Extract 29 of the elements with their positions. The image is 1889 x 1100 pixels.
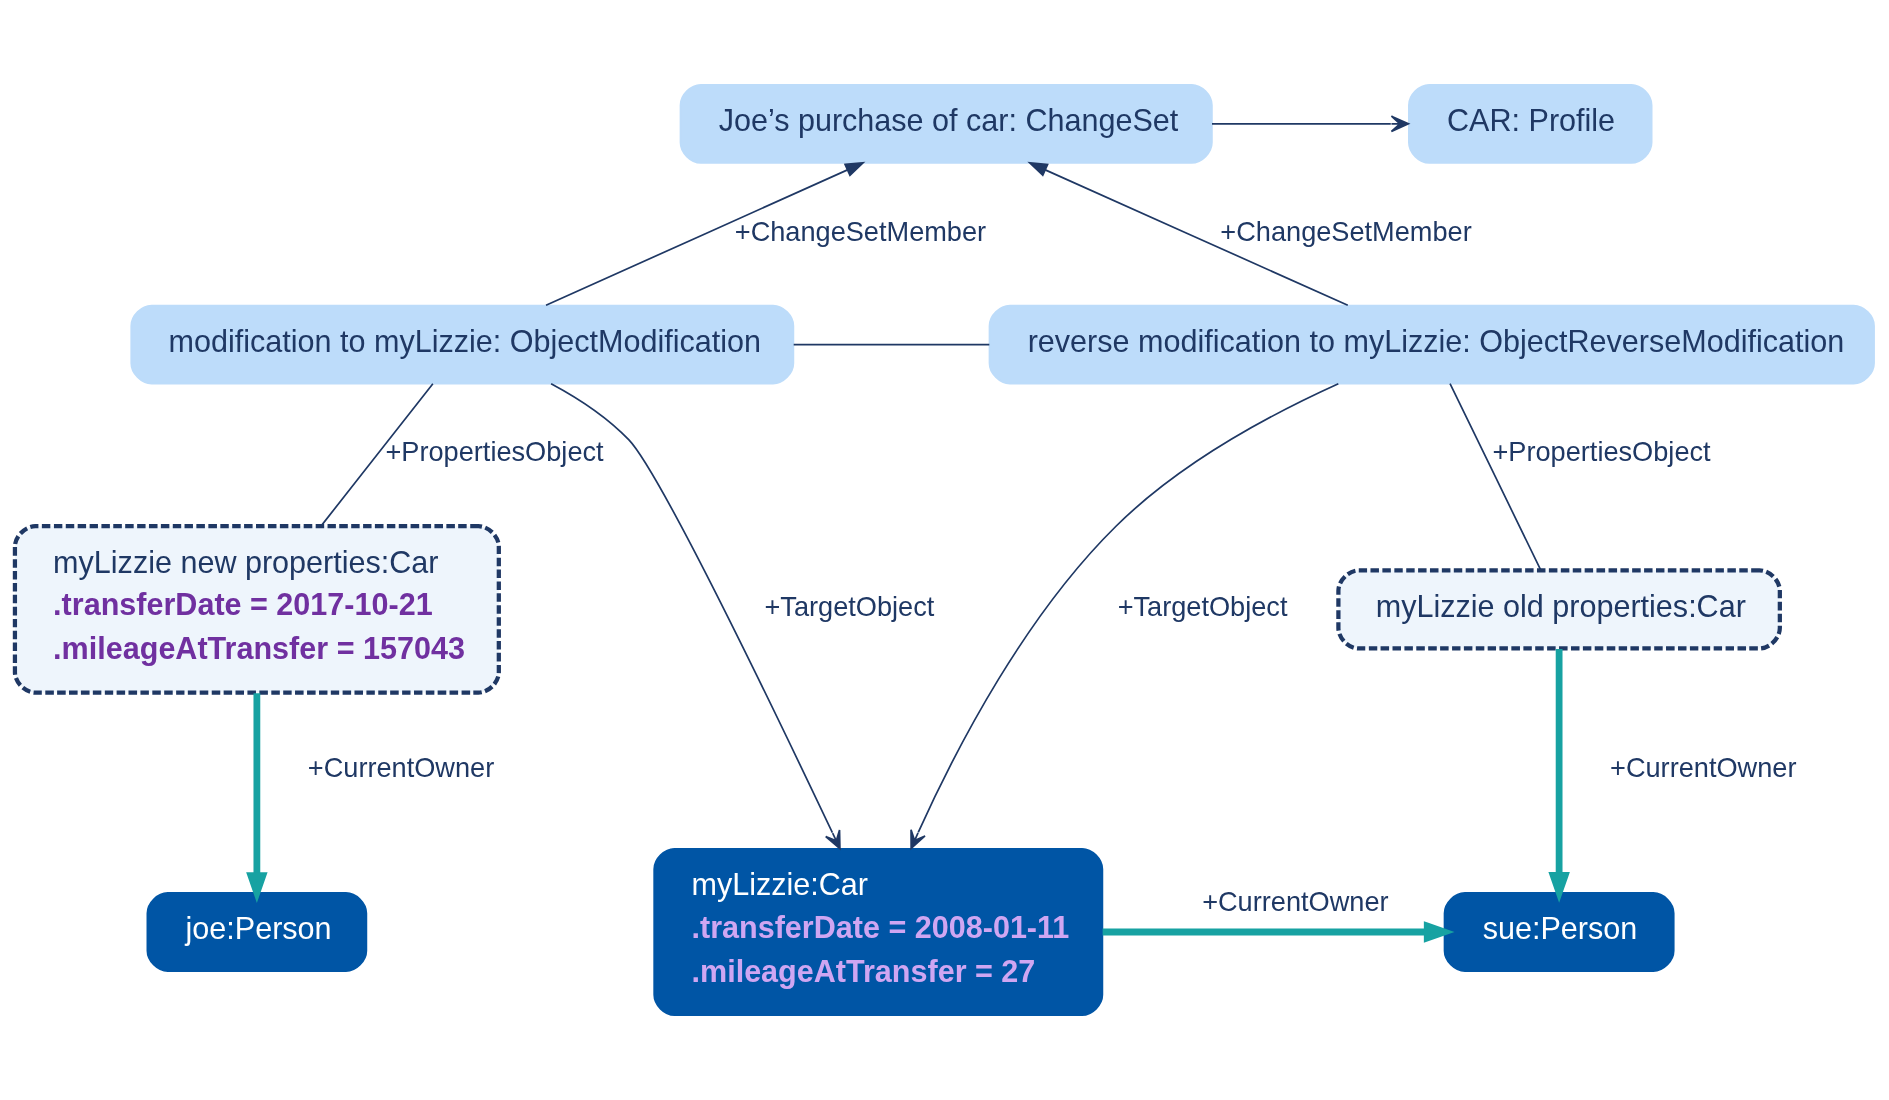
arrow (550, 382, 841, 850)
edge-label: +CurrentOwner (307, 752, 495, 784)
edge-label: +PropertiesObject (1492, 436, 1711, 468)
edge-label: +CurrentOwner (1610, 752, 1797, 784)
node-box: sue:Person (1443, 892, 1675, 972)
connector (792, 343, 991, 346)
arrow (1211, 115, 1410, 133)
edge-label: +TargetObject (764, 590, 935, 622)
node-box: myLizzie:Car .transferDate = 2008-01-11 .mileageAtTransfer = 27 (653, 847, 1104, 1017)
node-box: myLizzie new properties:Car .transferDate = 2017-10-21 .mileageAtTransfer = 157043 (12, 524, 501, 695)
edge-label: +PropertiesObject (385, 436, 604, 468)
edge-label: +ChangeSetMember (1220, 215, 1472, 247)
edge-label: +CurrentOwner (1202, 886, 1389, 918)
node-box: reverse modification to myLizzie: ObjectReverseModification (988, 304, 1875, 385)
node-box: CAR: Profile (1408, 83, 1653, 164)
node-box: myLizzie old properties:Car (1336, 568, 1782, 651)
arrow (1027, 161, 1349, 307)
arrow (1548, 649, 1570, 903)
edge-label: +ChangeSetMember (734, 215, 987, 247)
edge-label: +TargetObject (1117, 590, 1288, 622)
connector (1449, 382, 1542, 572)
node-box: modification to myLizzie: ObjectModification (130, 304, 795, 385)
arrow (1102, 921, 1455, 943)
arrow (246, 693, 268, 903)
node-box: Joe’s purchase of car: ChangeSet (679, 83, 1213, 164)
arrow (910, 382, 1340, 850)
node-box: joe:Person (146, 892, 368, 972)
connector (320, 382, 434, 527)
arrow (545, 161, 866, 307)
